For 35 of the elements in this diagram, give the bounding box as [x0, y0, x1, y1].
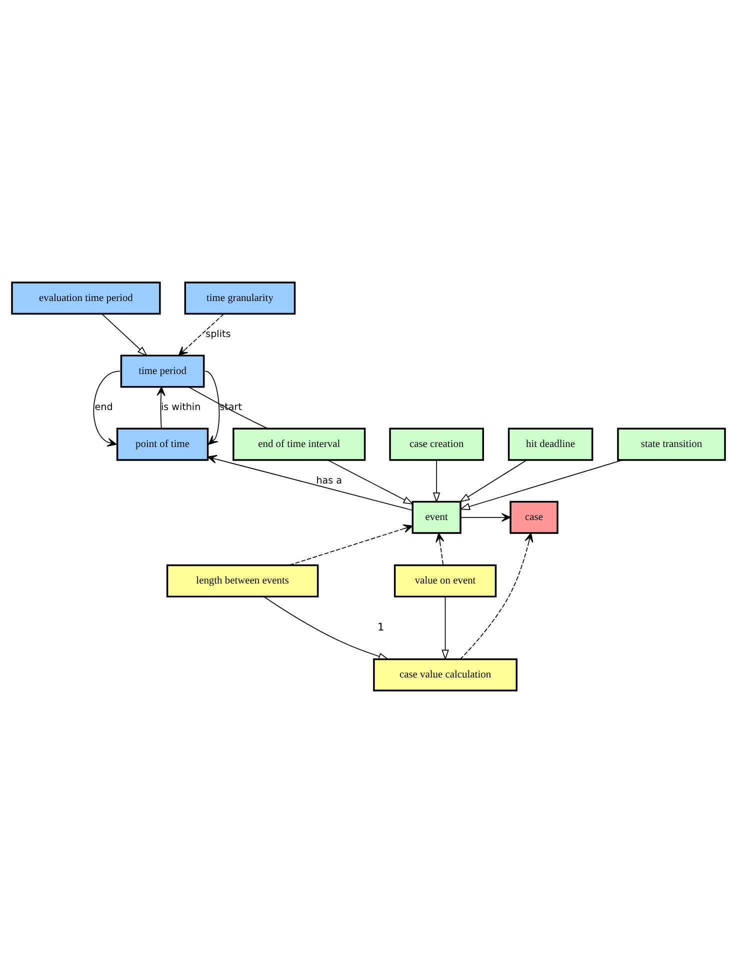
node-box: case value calculation — [373, 658, 518, 691]
node-box: point of time — [116, 427, 209, 460]
node-box: case — [510, 500, 558, 534]
connector — [188, 386, 268, 428]
arrow — [436, 532, 444, 566]
edge-label: end — [94, 402, 113, 413]
node-box: state transition — [617, 427, 726, 460]
edge-label: has a — [316, 474, 342, 486]
node-box: evaluation time period — [11, 281, 161, 314]
edge-label: is within — [160, 402, 201, 413]
arrow — [328, 459, 414, 504]
node-box: case creation — [389, 427, 484, 460]
arrow — [442, 596, 449, 660]
arrow — [207, 454, 413, 510]
node-box: value on event — [394, 564, 497, 597]
arrow — [156, 386, 166, 428]
node-box: hit deadline — [508, 427, 594, 460]
arrow — [459, 459, 528, 502]
arrow — [432, 459, 440, 502]
node-box: end of time interval — [232, 427, 366, 460]
arrow — [460, 512, 511, 522]
node-box: time granularity — [184, 281, 296, 314]
node-box: time period — [120, 354, 205, 388]
arrow — [102, 313, 148, 356]
arrow — [459, 459, 623, 510]
arrow — [204, 370, 220, 444]
arrow — [93, 370, 120, 446]
edge-label: splits — [206, 328, 231, 340]
arrow — [460, 532, 534, 659]
arrow — [263, 596, 390, 660]
node-box: event — [412, 500, 462, 534]
label: 1 — [378, 621, 384, 634]
arrow — [178, 313, 224, 356]
arrow — [288, 524, 413, 566]
node-box: length between events — [166, 564, 319, 597]
